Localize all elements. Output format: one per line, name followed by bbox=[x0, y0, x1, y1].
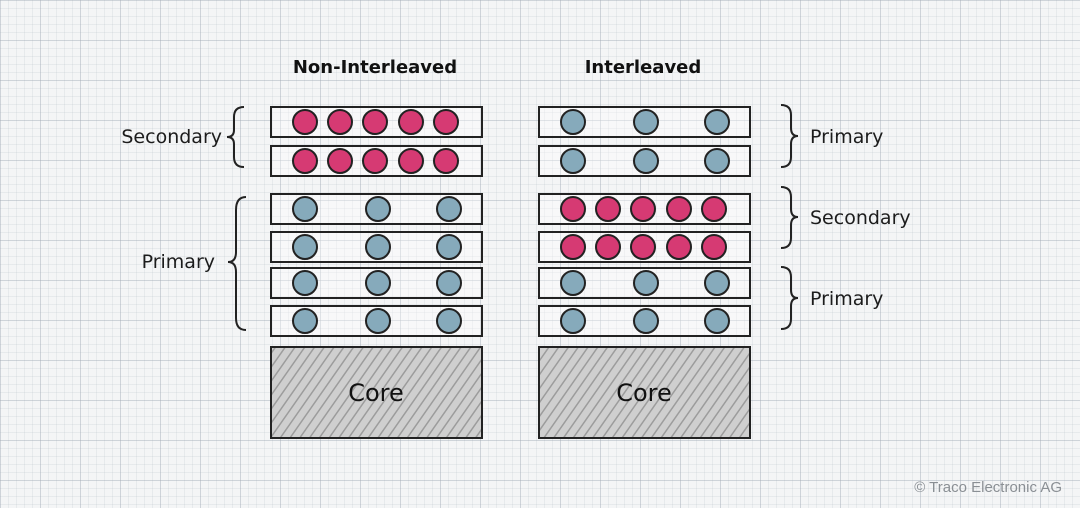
left-primary-layer bbox=[270, 267, 483, 299]
left-secondary-brace bbox=[226, 106, 245, 168]
secondary-conductor-dot bbox=[595, 196, 621, 222]
primary-conductor-dot bbox=[704, 109, 730, 135]
right-primary-brace-bottom bbox=[780, 266, 799, 330]
primary-conductor-dot bbox=[560, 148, 586, 174]
left-core-label: Core bbox=[348, 379, 404, 407]
primary-conductor-dot bbox=[365, 308, 391, 334]
primary-conductor-dot bbox=[560, 308, 586, 334]
secondary-conductor-dot bbox=[666, 234, 692, 260]
primary-conductor-dot bbox=[436, 234, 462, 260]
left-secondary-label: Secondary bbox=[121, 126, 222, 148]
primary-conductor-dot bbox=[365, 196, 391, 222]
secondary-conductor-dot bbox=[292, 148, 318, 174]
right-primary-layer bbox=[538, 267, 751, 299]
secondary-conductor-dot bbox=[595, 234, 621, 260]
secondary-conductor-dot bbox=[433, 148, 459, 174]
right-primary-label-bottom: Primary bbox=[810, 288, 883, 310]
secondary-conductor-dot bbox=[630, 234, 656, 260]
secondary-conductor-dot bbox=[327, 109, 353, 135]
secondary-conductor-dot bbox=[398, 148, 424, 174]
right-primary-layer bbox=[538, 305, 751, 337]
secondary-conductor-dot bbox=[560, 196, 586, 222]
copyright-notice: © Traco Electronic AG bbox=[914, 479, 1062, 496]
left-secondary-layer bbox=[270, 145, 483, 177]
secondary-conductor-dot bbox=[560, 234, 586, 260]
left-primary-brace bbox=[227, 196, 247, 331]
primary-conductor-dot bbox=[436, 308, 462, 334]
left-primary-label: Primary bbox=[142, 251, 215, 273]
interleaved-title: Interleaved bbox=[585, 57, 702, 78]
secondary-conductor-dot bbox=[327, 148, 353, 174]
secondary-conductor-dot bbox=[362, 109, 388, 135]
left-primary-layer bbox=[270, 193, 483, 225]
primary-conductor-dot bbox=[292, 270, 318, 296]
primary-conductor-dot bbox=[633, 109, 659, 135]
right-primary-brace-top bbox=[780, 104, 799, 168]
left-primary-layer bbox=[270, 305, 483, 337]
primary-conductor-dot bbox=[560, 109, 586, 135]
secondary-conductor-dot bbox=[666, 196, 692, 222]
right-secondary-layer bbox=[538, 193, 751, 225]
primary-conductor-dot bbox=[292, 308, 318, 334]
non-interleaved-winding-stack bbox=[270, 106, 483, 337]
secondary-conductor-dot bbox=[433, 109, 459, 135]
right-primary-layer bbox=[538, 145, 751, 177]
secondary-conductor-dot bbox=[292, 109, 318, 135]
primary-conductor-dot bbox=[292, 234, 318, 260]
primary-conductor-dot bbox=[436, 270, 462, 296]
right-secondary-label: Secondary bbox=[810, 207, 911, 229]
primary-conductor-dot bbox=[633, 270, 659, 296]
right-primary-label-top: Primary bbox=[810, 126, 883, 148]
primary-conductor-dot bbox=[365, 234, 391, 260]
right-secondary-brace bbox=[780, 186, 799, 249]
primary-conductor-dot bbox=[633, 308, 659, 334]
right-secondary-layer bbox=[538, 231, 751, 263]
primary-conductor-dot bbox=[436, 196, 462, 222]
left-core: Core bbox=[270, 346, 483, 439]
primary-conductor-dot bbox=[704, 308, 730, 334]
right-core-label: Core bbox=[616, 379, 672, 407]
left-secondary-layer bbox=[270, 106, 483, 138]
secondary-conductor-dot bbox=[701, 196, 727, 222]
primary-conductor-dot bbox=[292, 196, 318, 222]
non-interleaved-title: Non-Interleaved bbox=[293, 57, 457, 78]
primary-conductor-dot bbox=[704, 148, 730, 174]
secondary-conductor-dot bbox=[398, 109, 424, 135]
left-primary-layer bbox=[270, 231, 483, 263]
primary-conductor-dot bbox=[560, 270, 586, 296]
primary-conductor-dot bbox=[704, 270, 730, 296]
right-primary-layer bbox=[538, 106, 751, 138]
secondary-conductor-dot bbox=[701, 234, 727, 260]
secondary-conductor-dot bbox=[630, 196, 656, 222]
primary-conductor-dot bbox=[633, 148, 659, 174]
interleaved-winding-stack bbox=[538, 106, 751, 337]
right-core: Core bbox=[538, 346, 751, 439]
secondary-conductor-dot bbox=[362, 148, 388, 174]
primary-conductor-dot bbox=[365, 270, 391, 296]
